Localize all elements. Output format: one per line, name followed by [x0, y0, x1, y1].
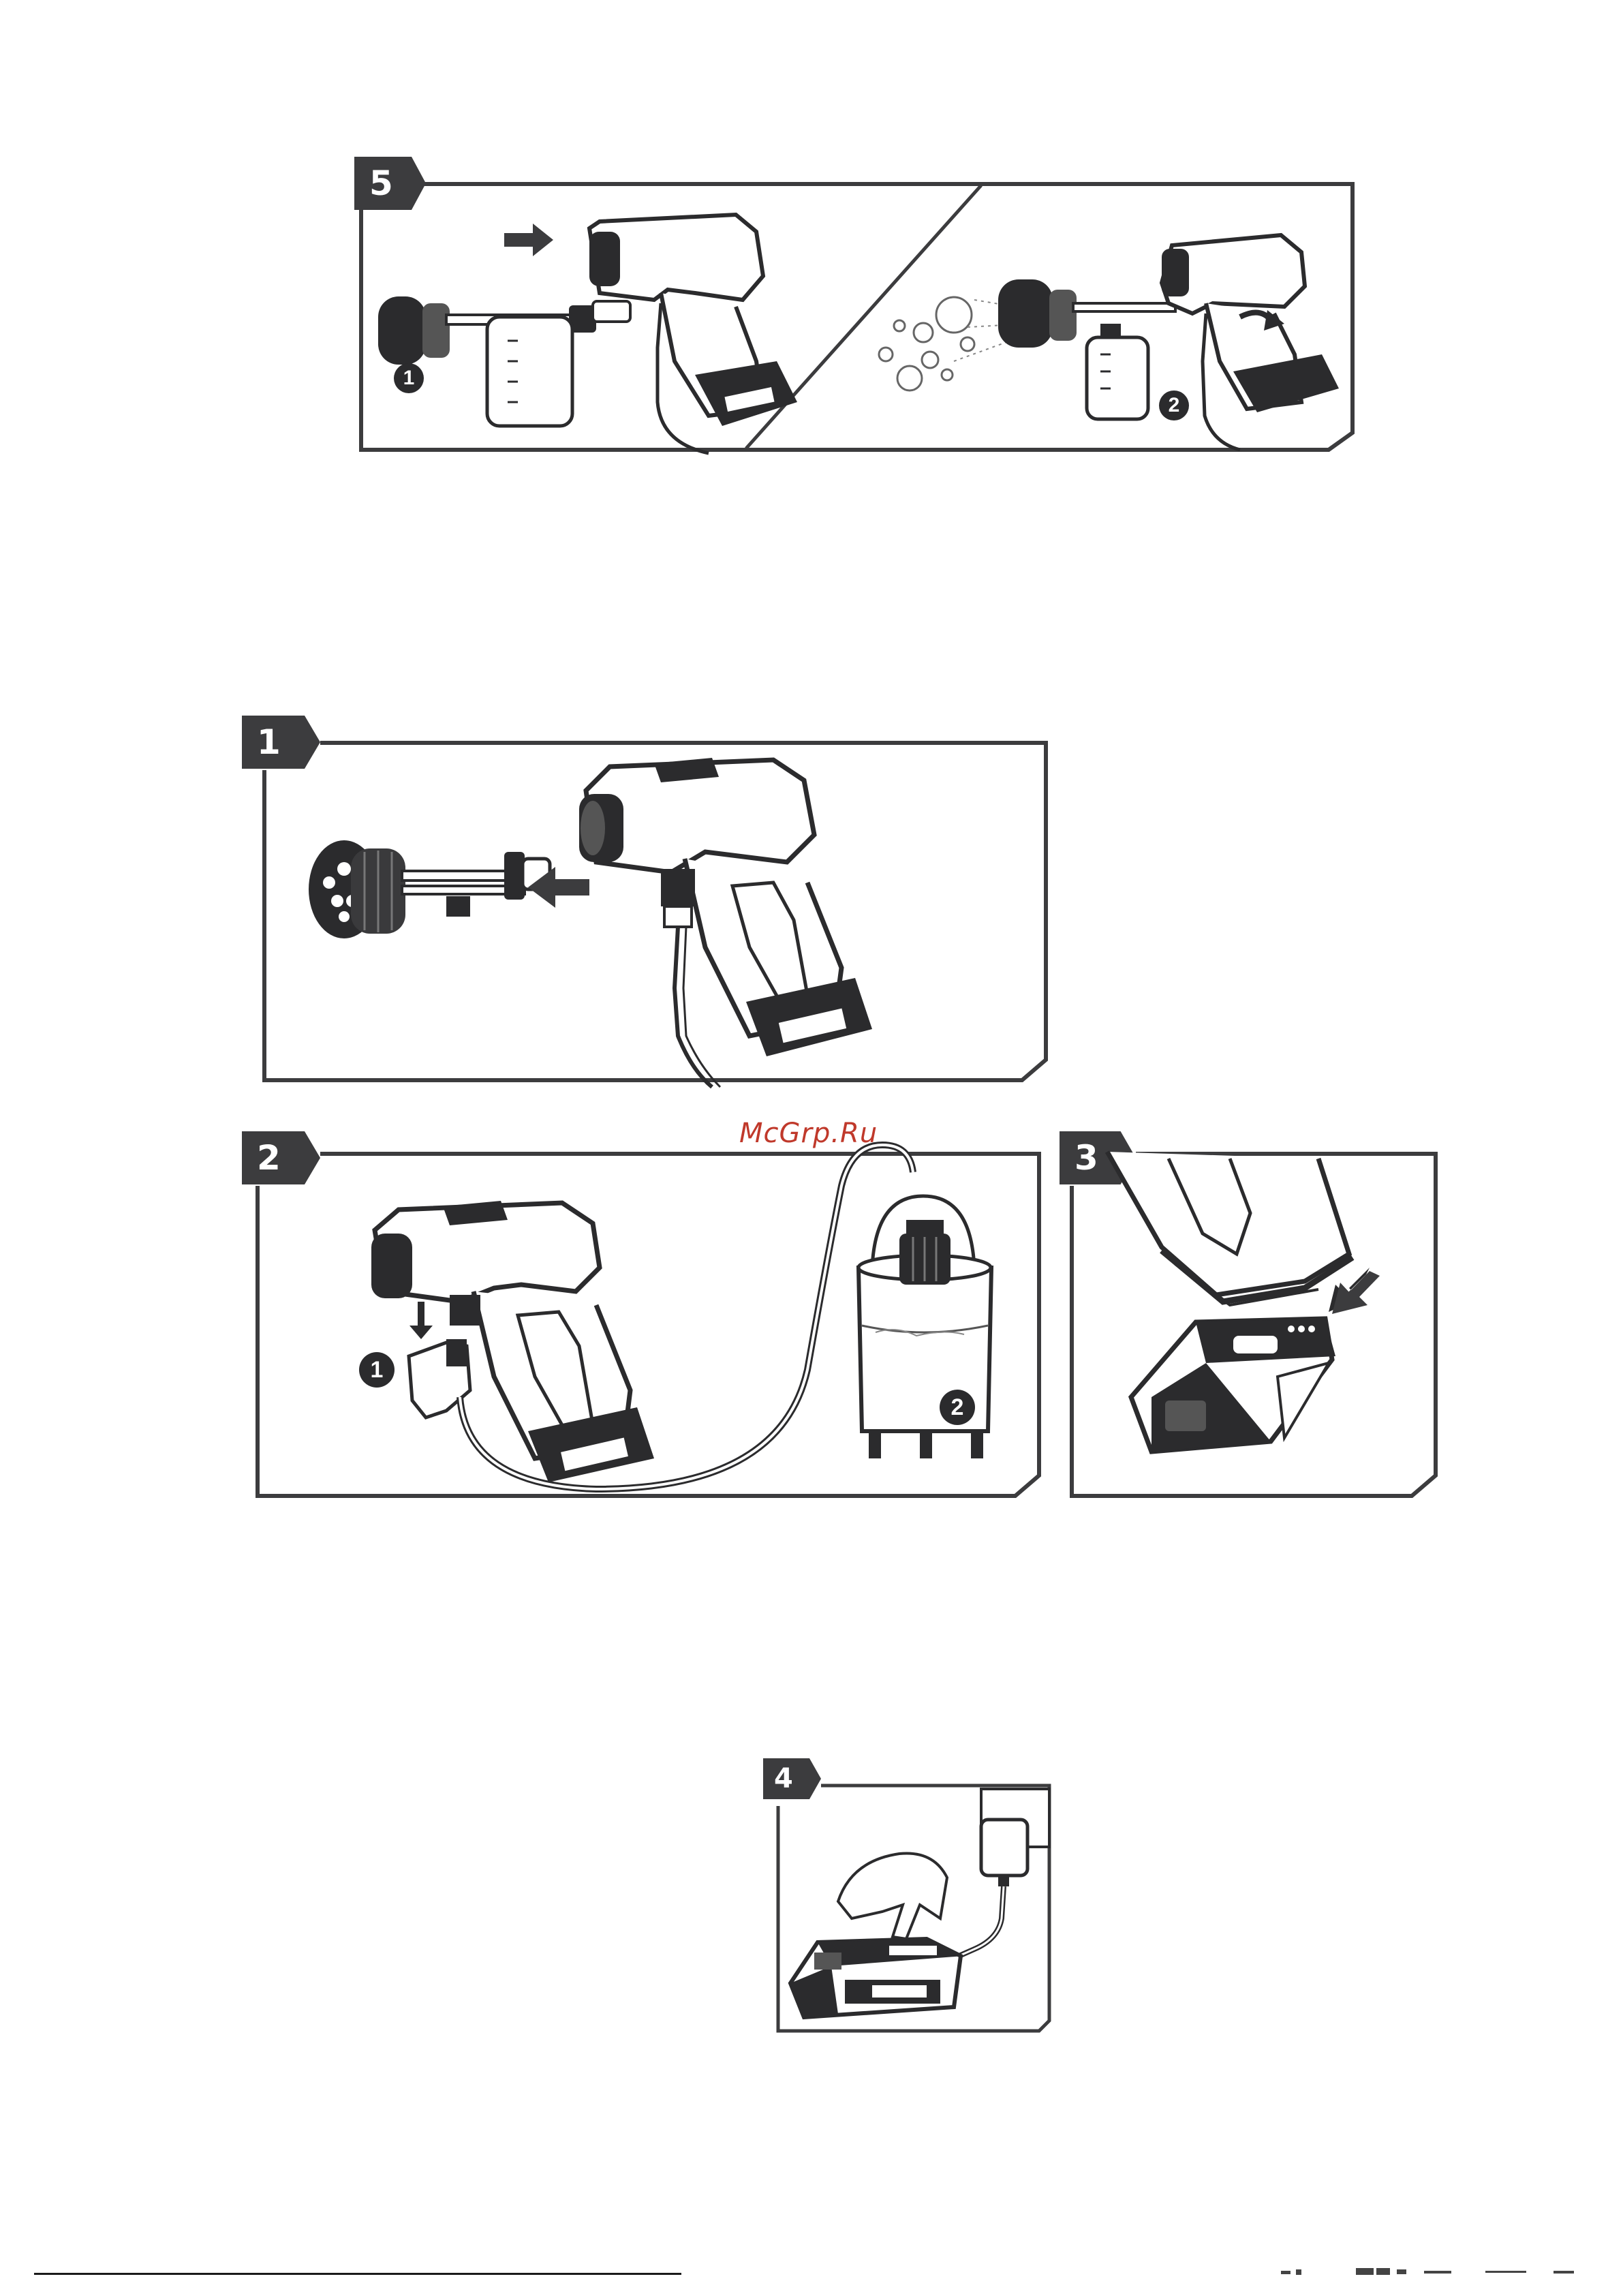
step-2-panel: 2	[242, 1131, 1046, 1513]
step-5-panel: 5 1	[354, 157, 1359, 457]
battery-icon	[1060, 1131, 1441, 1513]
battery-icon	[763, 1758, 1056, 2038]
step-5-callout-2-label: 2	[1165, 391, 1183, 420]
step-4-panel: 4	[763, 1758, 1056, 2038]
spray-gun-icon	[242, 716, 1053, 1097]
step-3-panel: 3	[1060, 1131, 1441, 1513]
footer-marks	[1281, 2263, 1594, 2283]
footer-rule	[34, 2273, 681, 2275]
step-2-callouts	[242, 1131, 1046, 1513]
step-5-callout-2	[354, 157, 1359, 457]
step-1-panel: 1	[242, 716, 1053, 1097]
step-2-callout-2-label: 2	[947, 1390, 968, 1425]
step-2-callout-1-label: 1	[367, 1352, 387, 1388]
